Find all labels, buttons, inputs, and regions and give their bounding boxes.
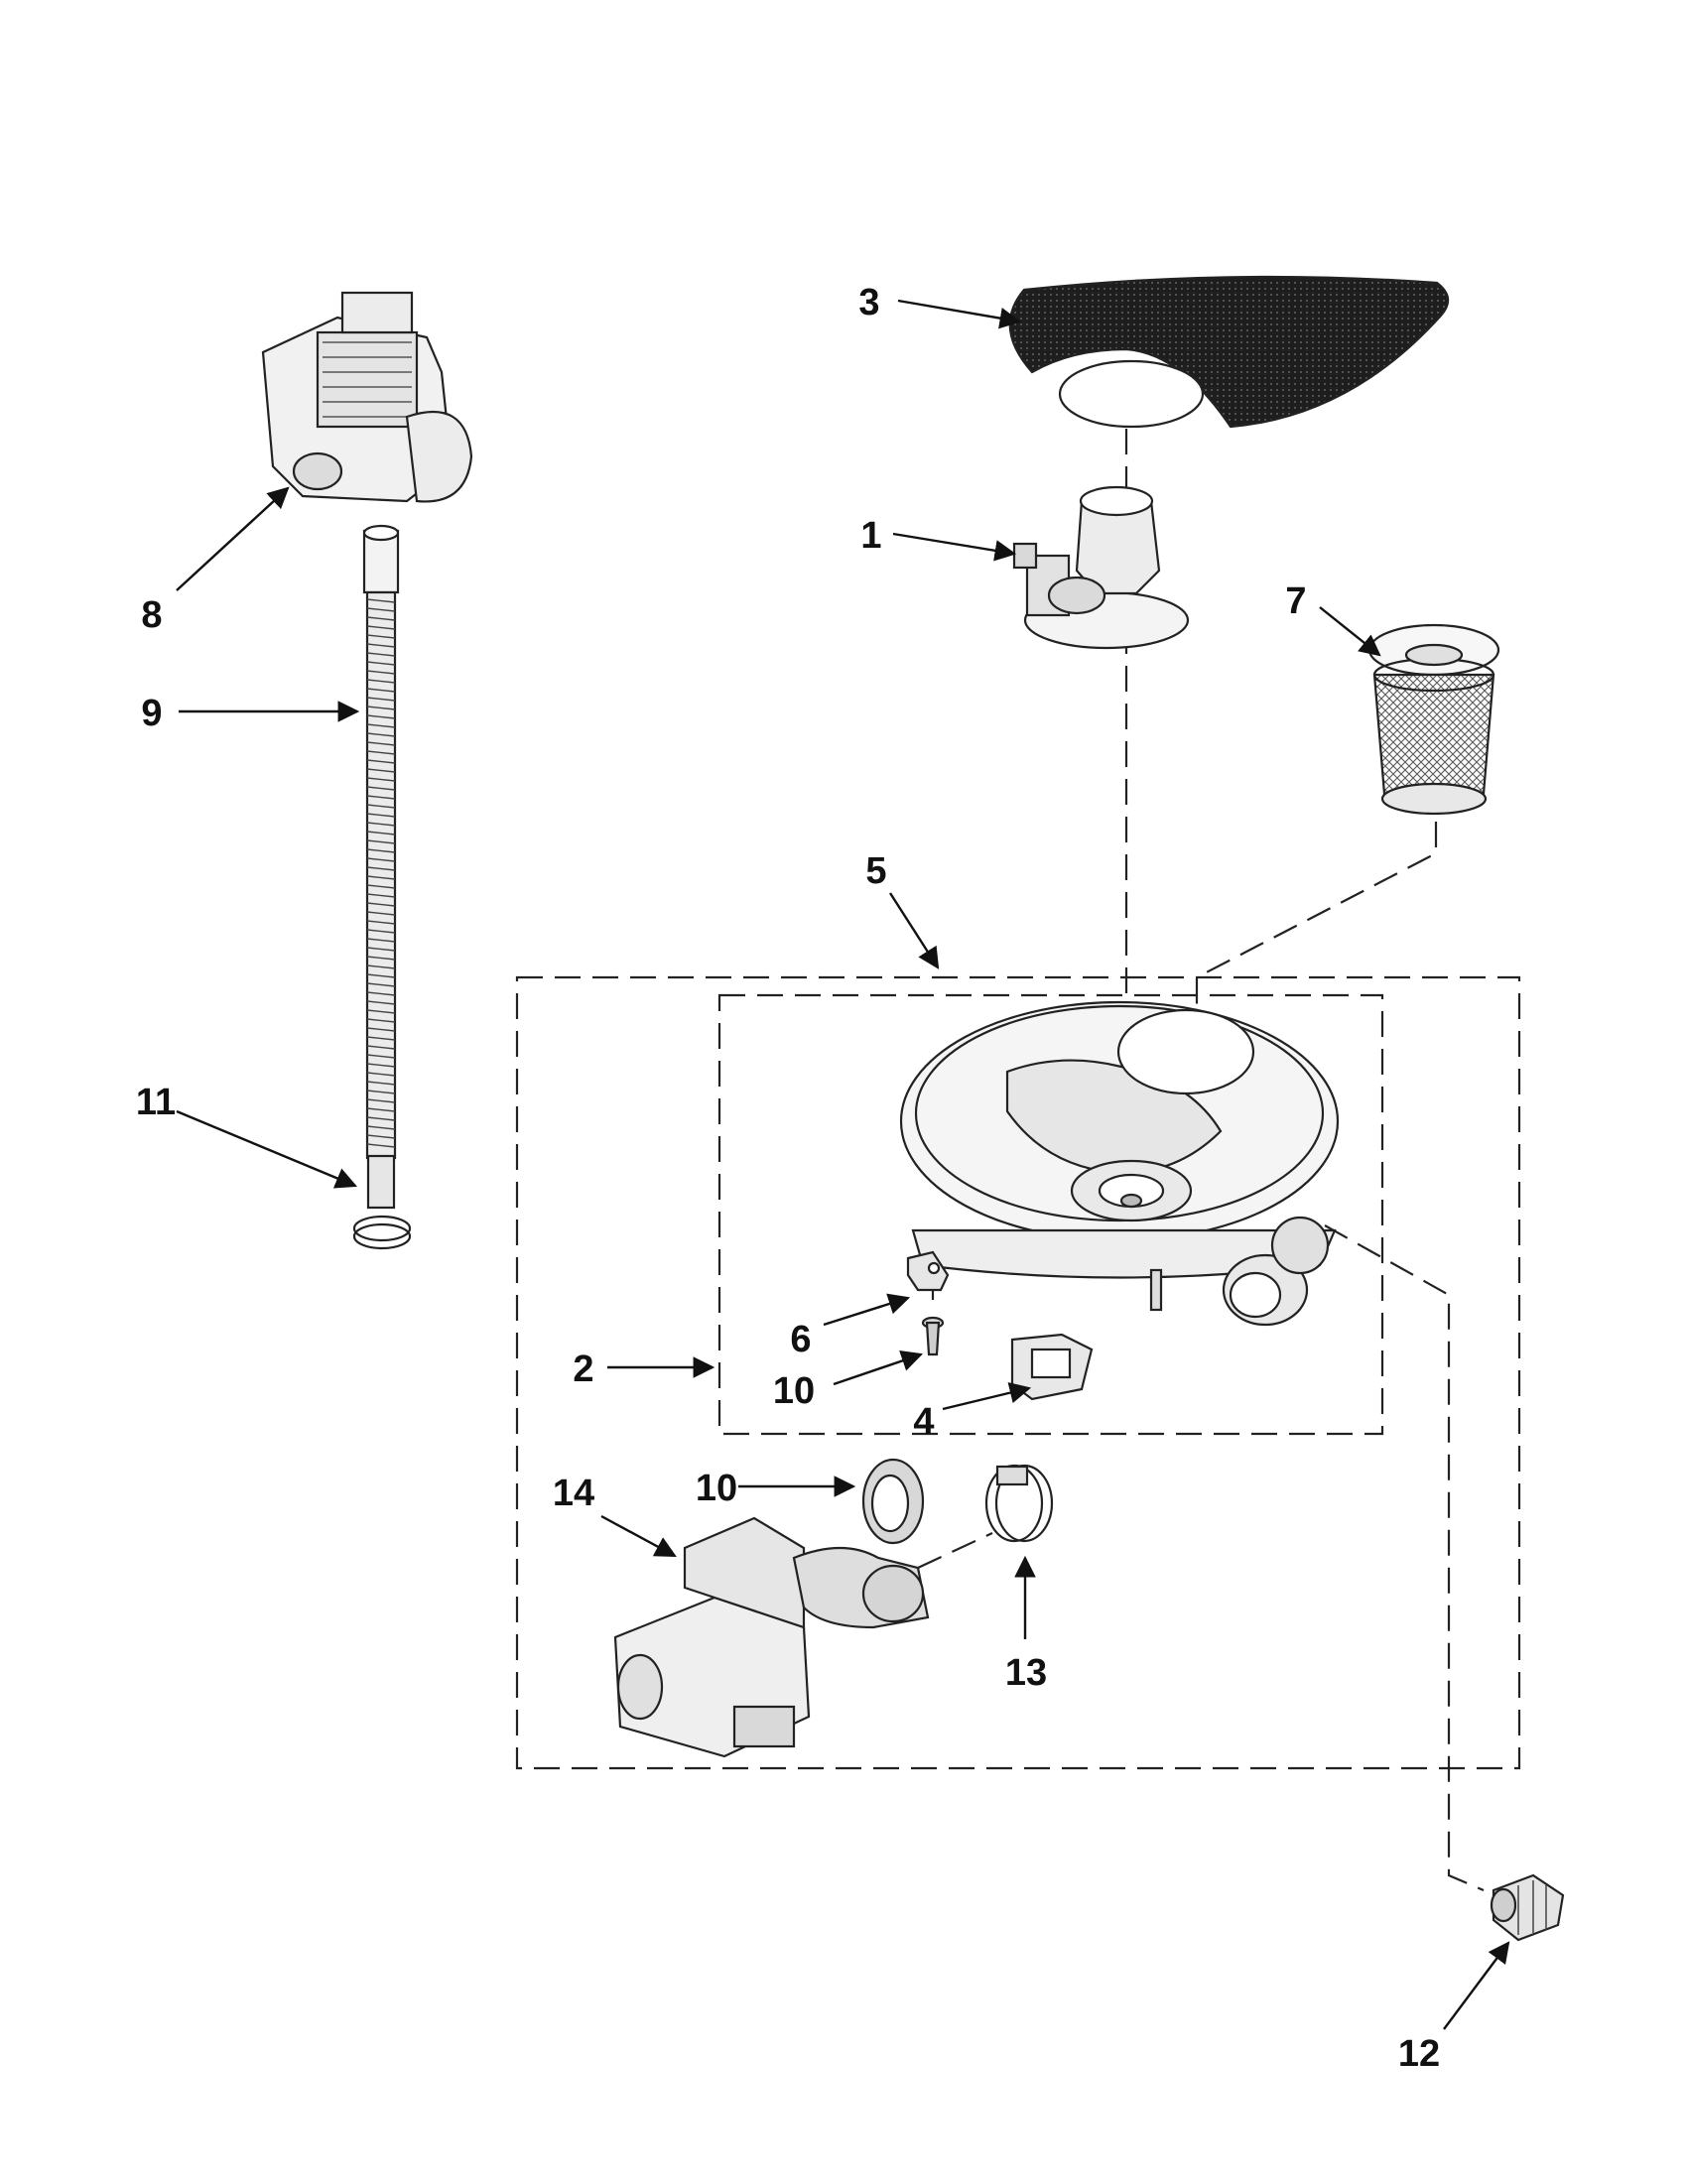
callout-9: 9: [141, 693, 162, 734]
callout-6: 6: [790, 1319, 811, 1360]
callout-11: 11: [136, 1082, 176, 1123]
pump-clamp-part: [984, 1464, 1054, 1543]
connector-block-part: [1010, 1333, 1094, 1401]
callout-7: 7: [1285, 580, 1306, 622]
callout-14: 14: [553, 1473, 594, 1514]
callout-3: 3: [858, 282, 879, 323]
connector-pump-clamp: [917, 1532, 993, 1569]
callout-10-screw: 10: [773, 1370, 815, 1412]
connector-microfilter-to-sump: [1195, 822, 1438, 1270]
filter-cover-part: [1008, 275, 1450, 429]
sensor-part: [1490, 1873, 1565, 1942]
diverter-motor-part: [261, 291, 473, 503]
sump-assembly-outer-box: [515, 975, 1521, 1770]
hose-clamp-part: [352, 1215, 412, 1250]
callout-12: 12: [1398, 2033, 1440, 2075]
callout-2: 2: [573, 1349, 593, 1390]
bracket-part: [906, 1250, 950, 1292]
callout-8: 8: [141, 594, 162, 636]
leader-lines: [176, 299, 1510, 2030]
assembly-boundaries: [515, 975, 1521, 1770]
callout-5: 5: [865, 850, 886, 892]
chopper-housing-part: [1012, 485, 1190, 650]
connector-sensor: [1324, 1224, 1485, 1892]
sump-assembly-inner-box: [717, 993, 1384, 1436]
callout-13: 13: [1005, 1652, 1047, 1694]
connector-lines: [917, 429, 1485, 1892]
callout-10-seal: 10: [696, 1468, 737, 1509]
callout-labels: 3 1 7 8 9 5 11 2 6 10 4 10 14 13 12: [136, 282, 1440, 2075]
screw-part: [921, 1316, 945, 1356]
seal-part: [861, 1458, 925, 1545]
pump-motor-part: [613, 1516, 930, 1758]
callout-4: 4: [913, 1401, 934, 1443]
callout-1: 1: [860, 515, 881, 557]
sump-part: [899, 1000, 1340, 1327]
hose-part: [362, 524, 400, 1210]
microfilter-part: [1367, 623, 1500, 816]
